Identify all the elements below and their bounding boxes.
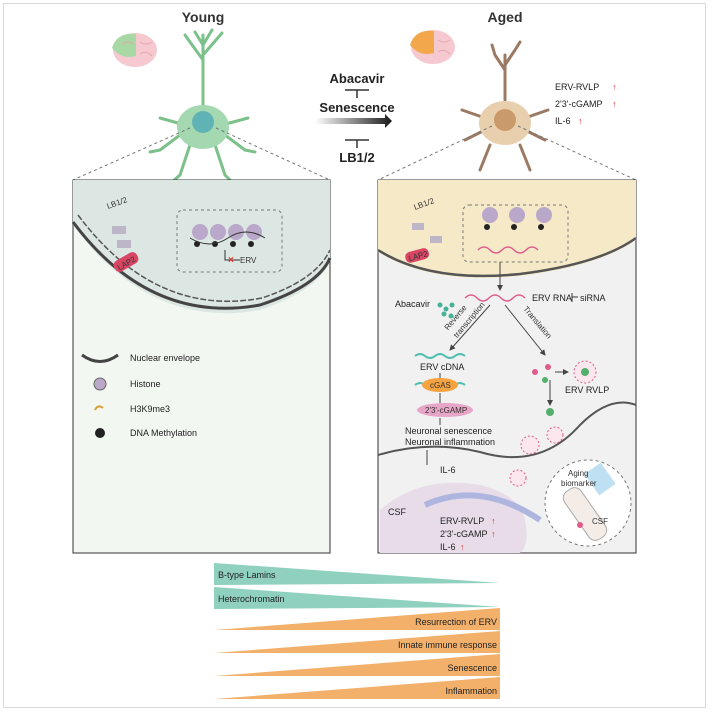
trend-inc-1: Innate immune response bbox=[398, 640, 497, 650]
up-arrow-icon: ↑ bbox=[612, 99, 617, 109]
lamin-icon bbox=[412, 223, 424, 230]
lamin-icon bbox=[430, 236, 442, 243]
trend-inc-2: Senescence bbox=[447, 663, 497, 673]
cgas-icon bbox=[422, 378, 458, 392]
trend-inc-3: Inflammation bbox=[445, 686, 497, 696]
h3k9me3-icon bbox=[94, 405, 104, 411]
aged-brain-icon bbox=[410, 30, 455, 64]
erv-cdna-label: ERV cDNA bbox=[420, 362, 464, 372]
aged-marker-0: ERV-RVLP bbox=[555, 82, 599, 92]
center-abacavir-label: Abacavir bbox=[330, 71, 385, 86]
trend-inc-0: Resurrection of ERV bbox=[415, 617, 497, 627]
figure-frame bbox=[3, 3, 706, 708]
budding-rvlp-icon bbox=[520, 435, 540, 455]
center-senescence-label: Senescence bbox=[319, 100, 394, 115]
nuclear-envelope-icon bbox=[81, 353, 119, 363]
aged-nucleus-region bbox=[378, 180, 636, 278]
young-zoom-box bbox=[176, 209, 283, 273]
legend-label-3: DNA Methylation bbox=[130, 428, 197, 438]
erv-rvlp-label: ERV RVLP bbox=[565, 385, 609, 395]
erv-rna-label: ERV RNA bbox=[532, 293, 572, 303]
neuronal-senescence-label: Neuronal senescence bbox=[405, 426, 492, 436]
cgamp-label: 2'3'-cGAMP bbox=[425, 406, 467, 415]
inhibit-symbol-lb bbox=[345, 139, 369, 148]
csf-marker-0: ERV-RVLP bbox=[440, 516, 484, 526]
wedge-increase-1 bbox=[214, 631, 500, 653]
wedge-increase-2 bbox=[214, 654, 500, 676]
neuronal-inflammation-label: Neuronal inflammation bbox=[405, 437, 495, 447]
aged-markers: ERV-RVLP ↑ 2'3'-cGAMP ↑ IL-6 ↑ bbox=[555, 82, 617, 126]
young-nucleus-icon bbox=[192, 111, 214, 133]
aged-nucleus-icon bbox=[494, 109, 516, 131]
sirna-label: siRNA bbox=[580, 293, 606, 303]
choroid-icon bbox=[423, 492, 542, 523]
csf-tube-label: CSF bbox=[592, 517, 608, 526]
aging-biomarker-label-0: Aging bbox=[568, 469, 588, 478]
wedge-decrease-0 bbox=[214, 563, 500, 585]
young-brain-icon bbox=[112, 33, 157, 67]
wedge-increase-3 bbox=[214, 677, 500, 699]
cgamp-icon bbox=[417, 403, 473, 417]
lamin-icon bbox=[112, 226, 126, 234]
aged-cell-membrane bbox=[377, 401, 637, 459]
young-histone-row bbox=[189, 224, 266, 247]
up-arrow-icon: ↑ bbox=[491, 529, 496, 539]
young-header: Young bbox=[182, 9, 225, 25]
csf-marker-2: IL-6 bbox=[440, 542, 456, 552]
reverse-transcription-arrow bbox=[449, 304, 491, 351]
up-arrow-icon: ↑ bbox=[491, 516, 496, 526]
young-promoter-arrow bbox=[224, 250, 240, 261]
aged-histone-row bbox=[482, 207, 552, 230]
wedge-increase-0 bbox=[214, 608, 500, 630]
young-heterochromatin bbox=[77, 214, 331, 302]
aging-biomarker-label-1: biomarker bbox=[561, 479, 597, 488]
up-arrow-icon: ↑ bbox=[460, 542, 465, 552]
csf-marker-1: 2'3'-cGAMP bbox=[440, 529, 487, 539]
lap2-icon bbox=[113, 252, 139, 272]
aged-rna-icon bbox=[477, 246, 539, 254]
zoom-lines bbox=[72, 125, 637, 181]
up-arrow-icon: ↑ bbox=[578, 116, 583, 126]
trend-dec-0: B-type Lamins bbox=[218, 570, 276, 580]
sirna-inhibit-icon bbox=[571, 293, 578, 302]
histone-icon bbox=[93, 377, 107, 391]
cgas-label: cGAS bbox=[430, 381, 451, 390]
young-neuron-icon bbox=[148, 28, 257, 184]
legend-label-1: Histone bbox=[130, 379, 161, 389]
aged-envelope bbox=[377, 236, 637, 278]
aging-arrow-icon bbox=[315, 114, 392, 128]
young-erv-label: ERV bbox=[240, 256, 257, 265]
viral-protein-icon bbox=[532, 369, 538, 375]
aged-header: Aged bbox=[488, 9, 523, 25]
il6-label: IL-6 bbox=[440, 465, 456, 475]
inhibit-symbol bbox=[345, 89, 369, 98]
young-envelope bbox=[71, 221, 332, 310]
csf-tube-icon bbox=[562, 487, 608, 541]
lamin-icon bbox=[117, 240, 131, 248]
csf-label: CSF bbox=[388, 507, 407, 517]
wedge-decrease-1 bbox=[214, 587, 500, 609]
legend-label-0: Nuclear envelope bbox=[130, 353, 200, 363]
center-lb-label: LB1/2 bbox=[339, 150, 374, 165]
young-nucleus-region bbox=[73, 180, 330, 314]
lap2-icon bbox=[405, 248, 430, 263]
legend-label-2: H3K9me3 bbox=[130, 404, 170, 414]
aged-abacavir-label: Abacavir bbox=[395, 299, 430, 309]
block-x-icon: × bbox=[228, 255, 234, 266]
trend-dec-1: Heterochromatin bbox=[218, 594, 285, 604]
abacavir-molecule-icon bbox=[437, 302, 455, 319]
dna-methylation-icon bbox=[95, 428, 105, 438]
aged-marker-1: 2'3'-cGAMP bbox=[555, 99, 602, 109]
erv-rna-icon bbox=[464, 294, 526, 302]
up-arrow-icon: ↑ bbox=[612, 82, 617, 92]
erv-cdna-icon bbox=[414, 353, 466, 359]
aged-marker-2: IL-6 bbox=[555, 116, 571, 126]
translation-arrow bbox=[504, 304, 546, 356]
aged-neuron-icon bbox=[460, 40, 550, 172]
